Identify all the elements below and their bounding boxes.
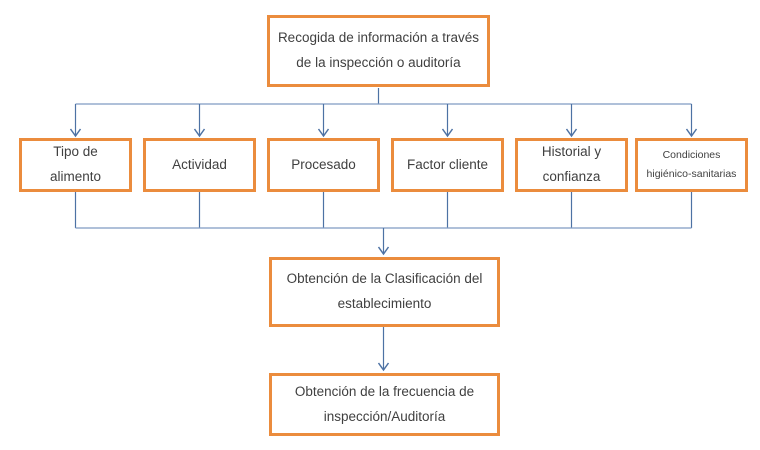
node-processing: Procesado — [267, 138, 380, 192]
node-client-factor: Factor cliente — [391, 138, 504, 192]
node-hygienic-sanitary-conditions: Condiciones higiénico-sanitarias — [635, 138, 748, 192]
node-history-confidence: Historial y confianza — [515, 138, 628, 192]
node-information-gathering: Recogida de información a través de la i… — [267, 15, 490, 87]
connector-source-to-factors — [69, 88, 698, 138]
node-establishment-classification: Obtención de la Clasificación del establ… — [269, 257, 500, 327]
node-food-type: Tipo de alimento — [19, 138, 132, 192]
connector-factors-to-classification — [74, 192, 693, 256]
node-inspection-frequency: Obtención de la frecuencia de inspección… — [269, 373, 500, 436]
connector-classification-to-frequency — [377, 327, 390, 372]
node-activity: Actividad — [143, 138, 256, 192]
